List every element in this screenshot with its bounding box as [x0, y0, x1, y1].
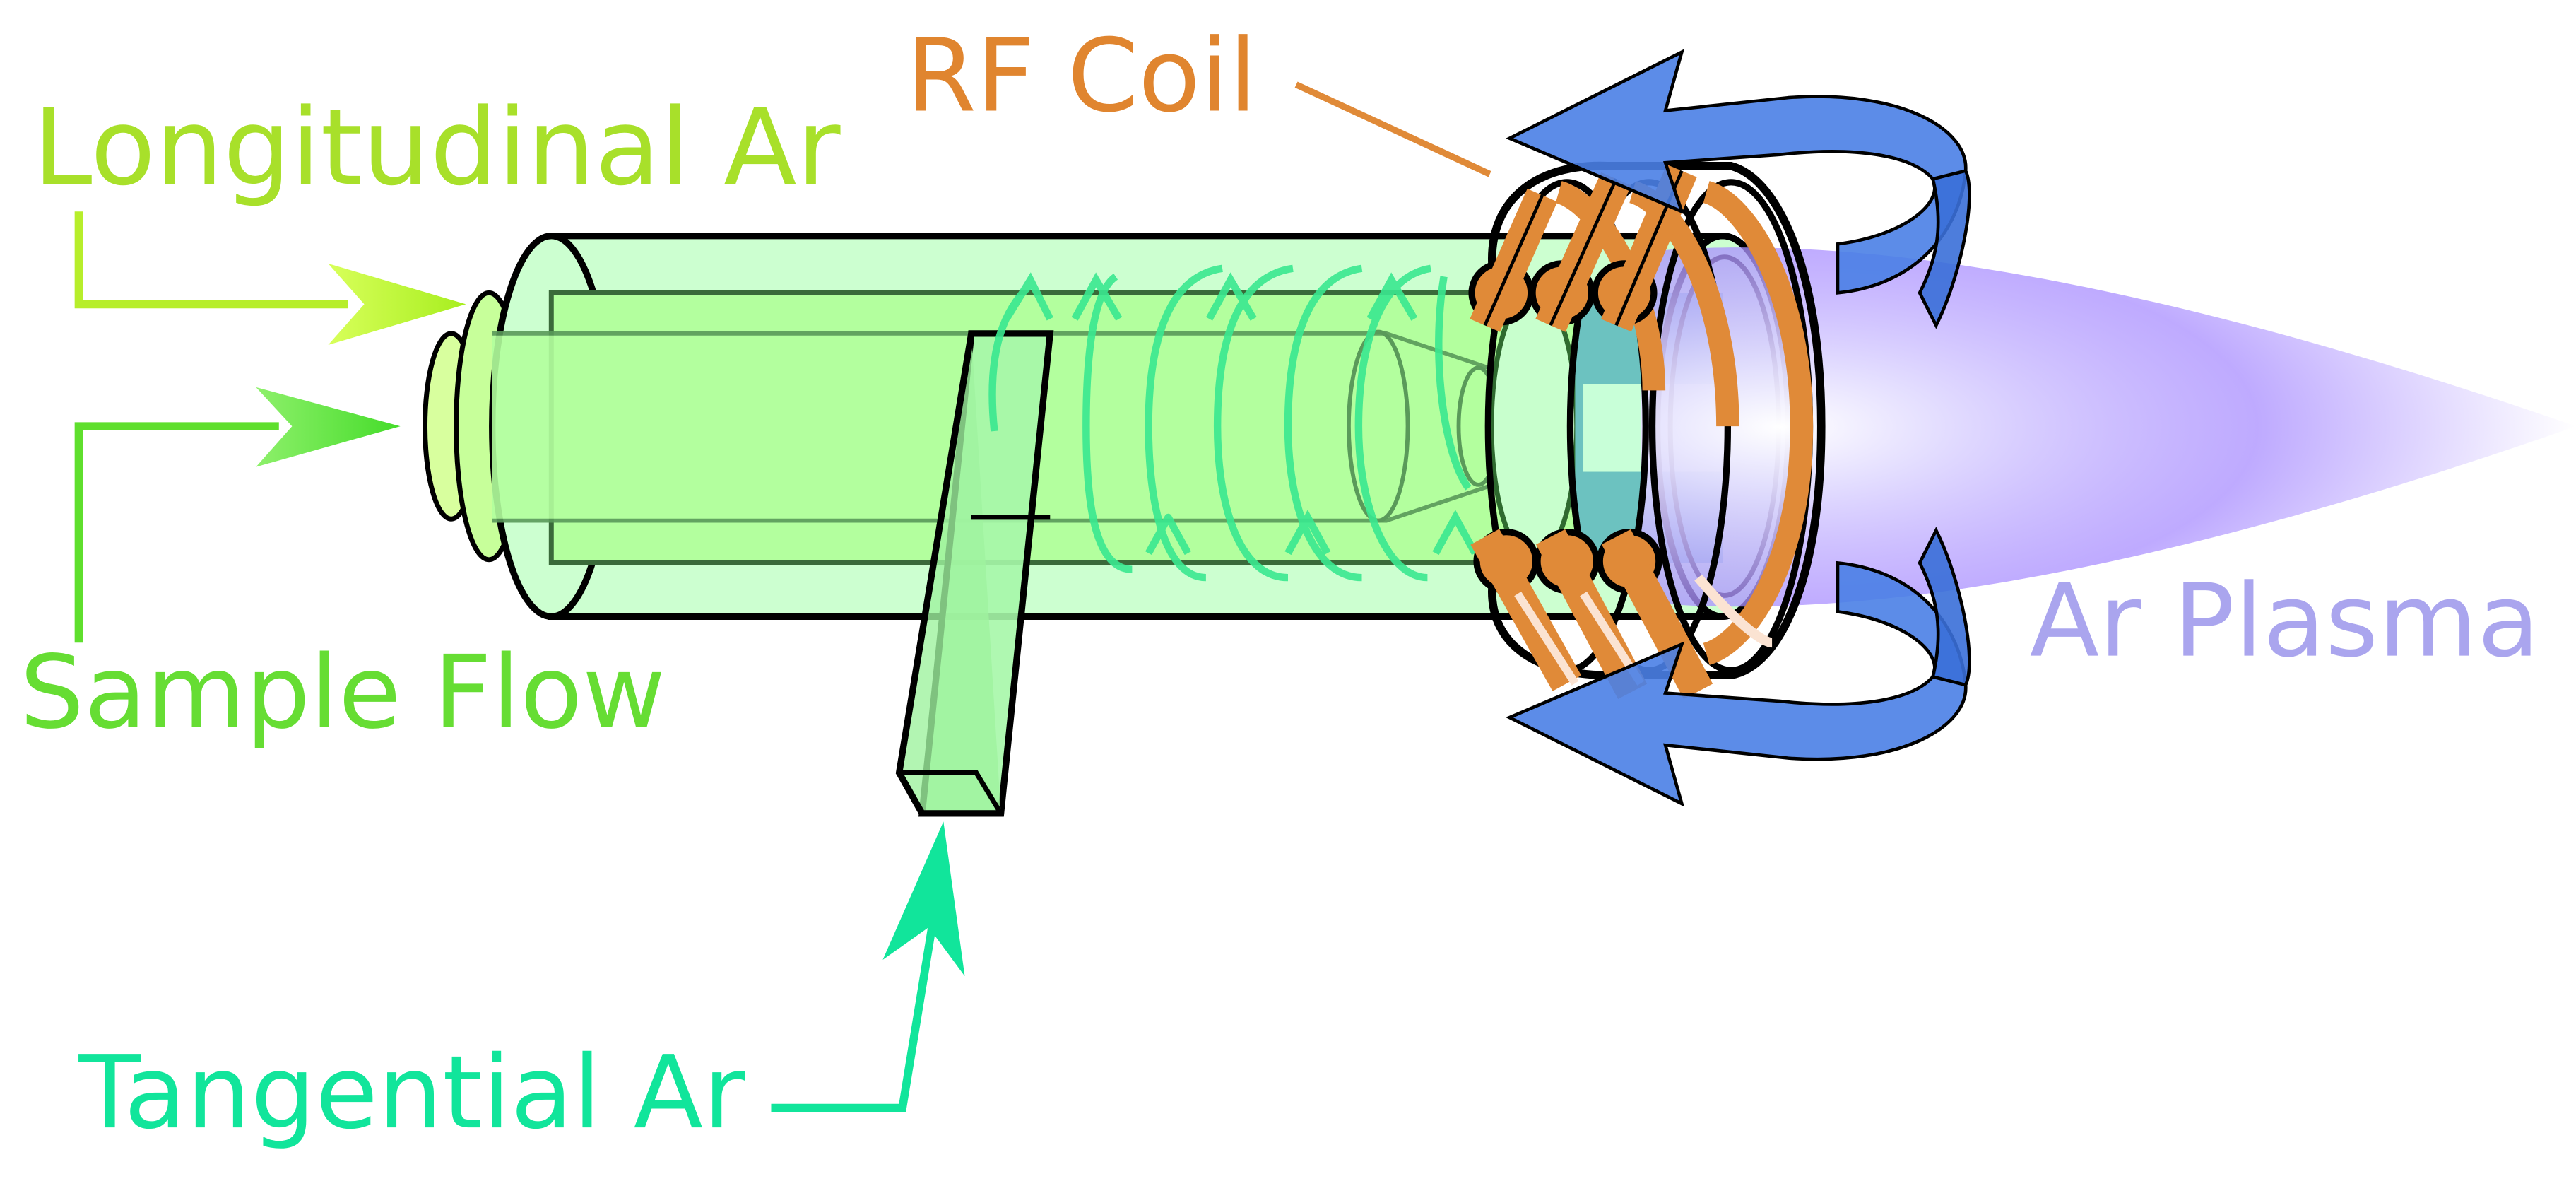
field-arrow-bottom-back: [1918, 527, 1971, 687]
rf-coil-leader: [1294, 81, 1491, 177]
sample-flow-group: Sample Flow: [20, 387, 666, 751]
tangential-inlet-edge: [899, 515, 1051, 815]
plasma-flame-icon: [1641, 247, 2576, 607]
longitudinal-ar-label: Longitudinal Ar: [33, 87, 840, 209]
longitudinal-ar-arrowhead: [328, 263, 466, 345]
tangential-ar-line: [771, 927, 936, 1112]
tangential-ar-arrowhead: [882, 821, 965, 977]
longitudinal-ar-group: Longitudinal Ar: [33, 87, 841, 345]
rf-coil-turns-icon: [1468, 161, 1826, 699]
ar-plasma-label: Ar Plasma: [2030, 562, 2540, 679]
field-arrow-bottom: [1506, 560, 1968, 807]
tangential-ar-group: Tangential Ar: [78, 821, 965, 1151]
tangential-swirl: [988, 264, 1479, 582]
rf-coil-group: RF Coil: [906, 17, 1491, 177]
rf-coil-label: RF Coil: [906, 17, 1257, 134]
tangential-ar-label: Tangential Ar: [78, 1034, 745, 1151]
sample-flow-arrowhead: [256, 387, 401, 467]
field-arrow-top: [1506, 49, 1968, 295]
sample-flow-line: [74, 422, 279, 643]
longitudinal-ar-line: [74, 211, 348, 309]
sample-flow-label: Sample Flow: [20, 633, 666, 751]
intermediate-tube-end: [1489, 290, 1580, 563]
inner-injector-cone: [1347, 329, 1410, 523]
tangential-inlet-side: [895, 333, 1001, 817]
magnetic-field-arrows-icon: [1506, 49, 1971, 807]
field-arrow-top-back: [1918, 168, 1971, 329]
